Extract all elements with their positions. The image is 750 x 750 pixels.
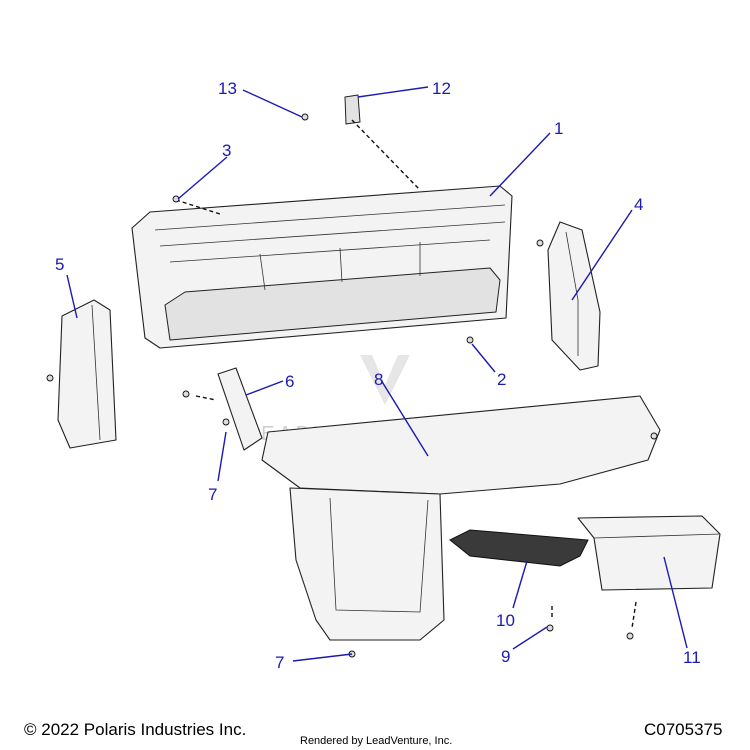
- callout-10: 10: [496, 611, 515, 630]
- part-latch[interactable]: [344, 94, 361, 125]
- callout-7-upper: 7: [208, 485, 217, 504]
- callout-7-lower: 7: [275, 653, 284, 672]
- copyright-text: © 2022 Polaris Industries Inc.: [24, 720, 246, 739]
- callout-13: 13: [218, 79, 237, 98]
- part-small-tray[interactable]: [449, 529, 589, 567]
- leader-lines: [66, 86, 688, 662]
- part-floor-tray[interactable]: [261, 395, 661, 641]
- callout-1: 1: [554, 119, 563, 138]
- callout-12: 12: [432, 79, 451, 98]
- callouts: 1 2 3 4 5 6 7 7 8 9 10 11 12 13: [55, 79, 701, 672]
- diagram-code: C0705375: [644, 720, 722, 739]
- fasteners: [46, 113, 658, 658]
- part-pad[interactable]: [217, 367, 263, 451]
- callout-9: 9: [501, 647, 510, 666]
- assembly-lines: [175, 119, 637, 629]
- callout-6: 6: [285, 372, 294, 391]
- callout-3: 3: [222, 141, 231, 160]
- callout-4: 4: [634, 195, 643, 214]
- part-storage-bin[interactable]: [577, 515, 721, 591]
- rendered-by-text: Rendered by LeadVenture, Inc.: [300, 735, 452, 747]
- callout-5: 5: [55, 255, 64, 274]
- part-left-side-panel[interactable]: [57, 299, 117, 449]
- callout-2: 2: [497, 370, 506, 389]
- footer: © 2022 Polaris Industries Inc. Rendered …: [24, 720, 722, 747]
- part-rear-panel[interactable]: [131, 185, 513, 349]
- callout-8: 8: [374, 370, 383, 389]
- callout-11: 11: [683, 648, 701, 667]
